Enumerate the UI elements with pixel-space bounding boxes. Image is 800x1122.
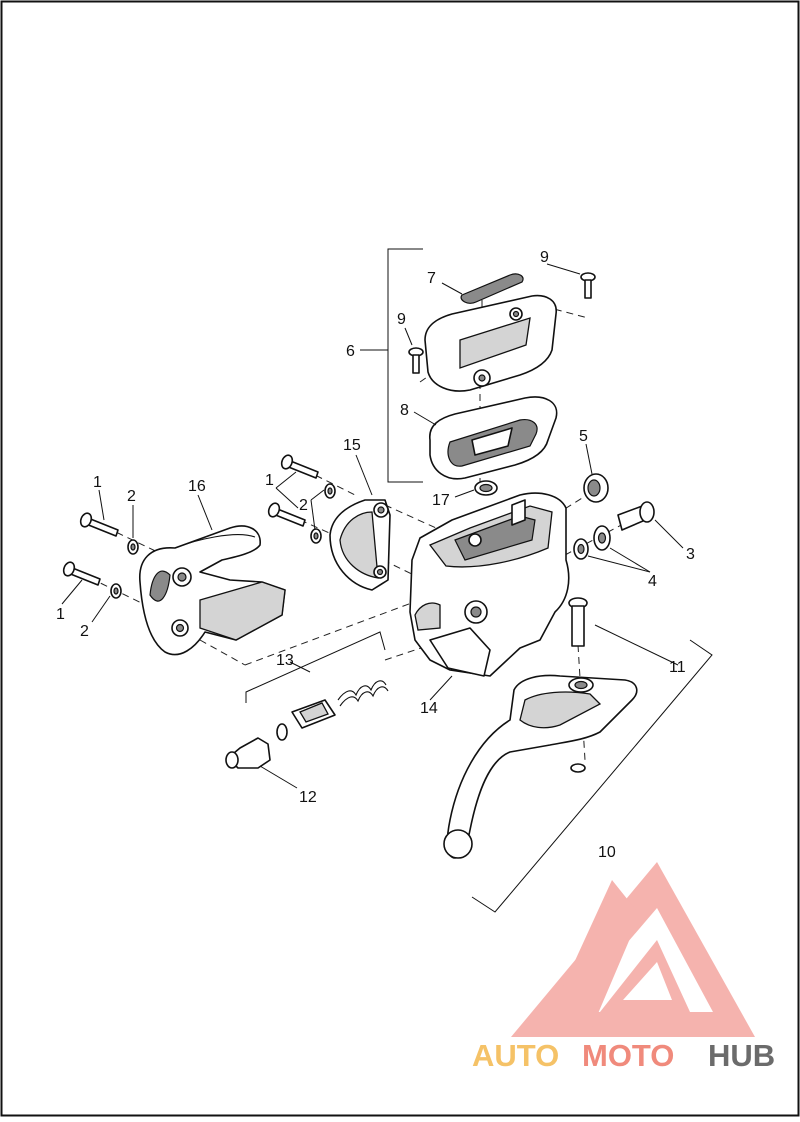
callout-1: 1 — [265, 472, 274, 489]
part-1-screw-lower-left — [62, 561, 101, 586]
callout-12: 12 — [299, 789, 317, 806]
bracket-10 — [471, 639, 713, 913]
callout-4: 4 — [648, 573, 657, 590]
part-2-washer-lower-left — [110, 583, 122, 599]
part-7-cover-label — [460, 273, 524, 304]
part-2-washer-lower-mid — [310, 528, 322, 544]
part-1-screw-upper-left — [79, 512, 119, 537]
part-9-screw-right — [580, 272, 596, 299]
callout-17: 17 — [432, 492, 450, 509]
watermark-text: AUTO MOTO HUB — [472, 1038, 775, 1073]
watermark-logo — [511, 862, 755, 1037]
callout-2: 2 — [299, 497, 308, 514]
callout-8: 8 — [400, 402, 409, 419]
callout-1: 1 — [93, 474, 102, 491]
watermark-word-auto: AUTO — [472, 1038, 559, 1073]
part-2-washer-upper-mid — [324, 483, 336, 499]
part-3-banjo-bolt — [617, 501, 655, 531]
part-8-diaphragm — [429, 396, 558, 480]
leader-lines — [61, 263, 684, 789]
bracket-13 — [245, 631, 386, 703]
part-2-washer-upper-left — [127, 539, 139, 555]
part-17-sight-glass — [474, 480, 498, 496]
part-6-reservoir-cover — [424, 294, 557, 392]
callout-11: 11 — [669, 659, 686, 676]
callout-14: 14 — [420, 700, 438, 717]
part-1-screw-lower-mid — [267, 502, 306, 527]
callout-3: 3 — [686, 546, 695, 563]
part-4-washer-large — [593, 525, 611, 551]
part-1-screw-upper-mid — [280, 454, 319, 479]
part-10-brake-lever — [443, 674, 638, 859]
callout-2: 2 — [127, 488, 136, 505]
bracket-6 — [360, 248, 423, 483]
part-12-boot — [225, 737, 271, 769]
callout-9: 9 — [397, 311, 406, 328]
part-5-fitting — [583, 473, 609, 503]
callout-1: 1 — [56, 606, 65, 623]
callout-13: 13 — [276, 652, 294, 669]
part-16-clamp — [139, 525, 286, 656]
part-15-clamp-half — [329, 499, 391, 591]
part-13-piston-kit — [276, 680, 389, 741]
callout-2: 2 — [80, 623, 89, 640]
callout-5: 5 — [579, 428, 588, 445]
part-14-master-cylinder-body — [409, 492, 570, 677]
callout-16: 16 — [188, 478, 206, 495]
callout-7: 7 — [427, 270, 436, 287]
part-11-pivot-pin — [568, 597, 588, 773]
part-9-screw-left — [408, 347, 424, 374]
part-4-washer-small — [573, 538, 589, 560]
callout-6: 6 — [346, 343, 355, 360]
watermark-word-hub: HUB — [708, 1038, 775, 1073]
callout-9: 9 — [540, 249, 549, 266]
callout-10: 10 — [598, 844, 616, 861]
callout-15: 15 — [343, 437, 361, 454]
callout-labels: 1 2 1 2 16 1 2 15 7 9 9 6 8 17 5 3 4 13 … — [56, 249, 695, 861]
watermark-word-moto: MOTO — [582, 1038, 674, 1073]
